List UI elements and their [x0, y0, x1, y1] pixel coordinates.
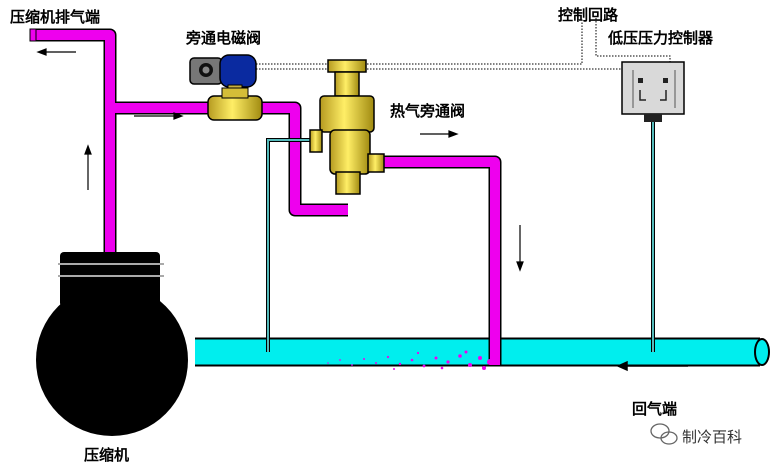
solenoid-valve: [189, 54, 263, 121]
control-circuit-wires: [250, 18, 671, 76]
hot-gas-pipe: [29, 28, 502, 365]
label-bypass-solenoid-valve: 旁通电磁阀: [186, 29, 262, 47]
wechat-icon: [650, 423, 678, 445]
flow-arrow-right: [134, 112, 184, 120]
flow-arrow-right: [420, 130, 459, 138]
label-control-circuit: 控制回路: [558, 6, 619, 24]
compressor: [36, 252, 188, 436]
low-pressure-controller: [621, 61, 685, 352]
flow-arrow-left: [616, 360, 688, 372]
label-compressor-discharge: 压缩机排气端: [10, 8, 101, 26]
flow-arrow-left: [36, 48, 76, 56]
label-suction-end: 回气端: [632, 400, 678, 418]
label-hot-gas-bypass-valve: 热气旁通阀: [390, 102, 466, 120]
flow-arrow-up: [84, 144, 92, 190]
watermark-text: 制冷百科: [682, 428, 743, 446]
label-low-pressure-controller: 低压压力控制器: [608, 29, 714, 47]
hot-gas-bypass-valve: [309, 59, 385, 195]
label-compressor: 压缩机: [84, 446, 130, 464]
suction-pipe: [195, 337, 770, 367]
capillary-line: [266, 138, 320, 352]
mixing-spray: [327, 350, 493, 370]
flow-arrow-down: [516, 225, 524, 272]
